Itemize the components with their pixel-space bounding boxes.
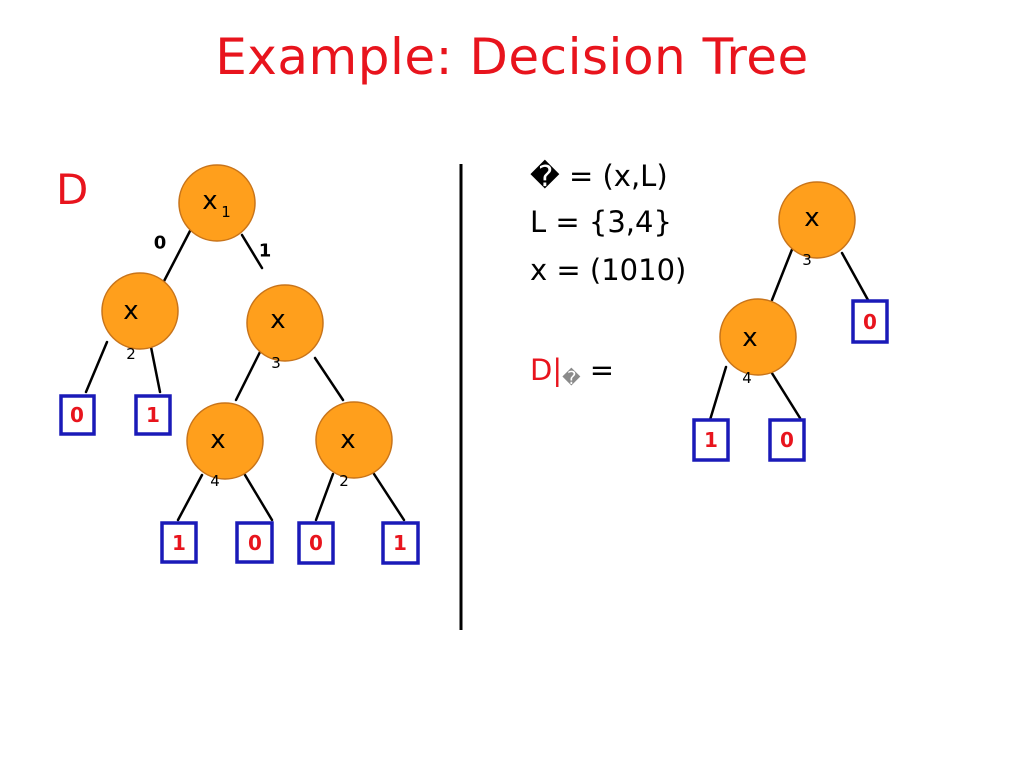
restriction-set: D: [530, 353, 552, 387]
restriction-bar: |: [552, 353, 562, 387]
node-r-x3-var: x: [804, 203, 819, 233]
leaf-r-x4-1-label: 1: [704, 428, 718, 452]
node-x2b-sub: 2: [339, 472, 349, 490]
edge-x2b-left: [314, 472, 335, 522]
node-x3: [246, 284, 324, 362]
node-x2-var: x: [123, 296, 138, 326]
edge-x3-left: [234, 348, 263, 402]
edge-x4-right: [243, 473, 274, 522]
edge-x4-left: [176, 473, 204, 522]
leaf-r-x4-0: [768, 418, 806, 462]
leaf-x2-1-label: 1: [146, 403, 160, 427]
leaf-x4-1-label: 1: [172, 531, 186, 555]
node-x1: [178, 164, 256, 242]
leaf-x4-0: [235, 521, 274, 564]
leaf-x2-0: [59, 394, 96, 436]
node-x2: [101, 272, 179, 350]
node-x4-var: x: [210, 425, 225, 455]
edge-x2-left: [84, 340, 109, 394]
leaf-x2-0-label: 0: [70, 403, 84, 427]
definition-line-3: x = (1010): [530, 253, 686, 287]
edge-x3-right: [313, 356, 345, 402]
leaf-x2b-0-label: 0: [309, 531, 323, 555]
set-label-d: D: [56, 165, 88, 214]
node-x2b: [315, 401, 393, 479]
edge-label-0: 0: [154, 233, 167, 254]
edge-label-1: 1: [259, 241, 272, 262]
leaf-x2b-0: [297, 521, 335, 565]
leaf-x2b-1: [381, 521, 420, 565]
node-x1-sub: 1: [221, 203, 231, 221]
restriction-eq: =: [581, 353, 615, 387]
node-x3-sub: 3: [271, 354, 281, 372]
edge-x2-right: [148, 340, 162, 394]
node-r-x3: [778, 181, 856, 259]
leaf-x4-1: [160, 521, 198, 564]
slide-title: Example: Decision Tree: [215, 28, 809, 86]
node-r-x4: [719, 298, 797, 376]
node-r-x3-sub: 3: [802, 251, 812, 269]
node-x1-var: x: [202, 186, 217, 216]
leaf-x2-1: [134, 394, 172, 436]
definition-line-1: � = (x,L): [530, 159, 668, 193]
node-x2-sub: 2: [126, 345, 136, 363]
restriction-label: D|� =: [530, 353, 614, 389]
edge-r-x4-left: [708, 365, 728, 422]
leaf-r-x4-1: [692, 418, 730, 462]
leaf-r-x4-0-label: 0: [780, 428, 794, 452]
edge-root-left: [160, 229, 192, 287]
leaf-x4-0-label: 0: [248, 531, 262, 555]
leaf-r-x3-0: [851, 299, 889, 344]
edge-r-x4-right: [768, 368, 802, 420]
node-r-x4-sub: 4: [742, 369, 752, 387]
node-x2b-var: x: [340, 425, 355, 455]
node-r-x4-var: x: [742, 323, 757, 353]
node-x4: [186, 402, 264, 480]
leaf-x2b-1-label: 1: [393, 531, 407, 555]
edge-r-x3-left: [770, 245, 795, 302]
node-x4-sub: 4: [210, 472, 220, 490]
edge-r-x3-right: [840, 251, 870, 302]
edge-root-right: [240, 233, 264, 270]
leaf-r-x3-0-label: 0: [863, 310, 877, 334]
restriction-sub: �: [562, 367, 581, 389]
edge-x2b-right: [372, 472, 406, 522]
definition-line-2: L = {3,4}: [530, 205, 672, 239]
node-x3-var: x: [270, 305, 285, 335]
